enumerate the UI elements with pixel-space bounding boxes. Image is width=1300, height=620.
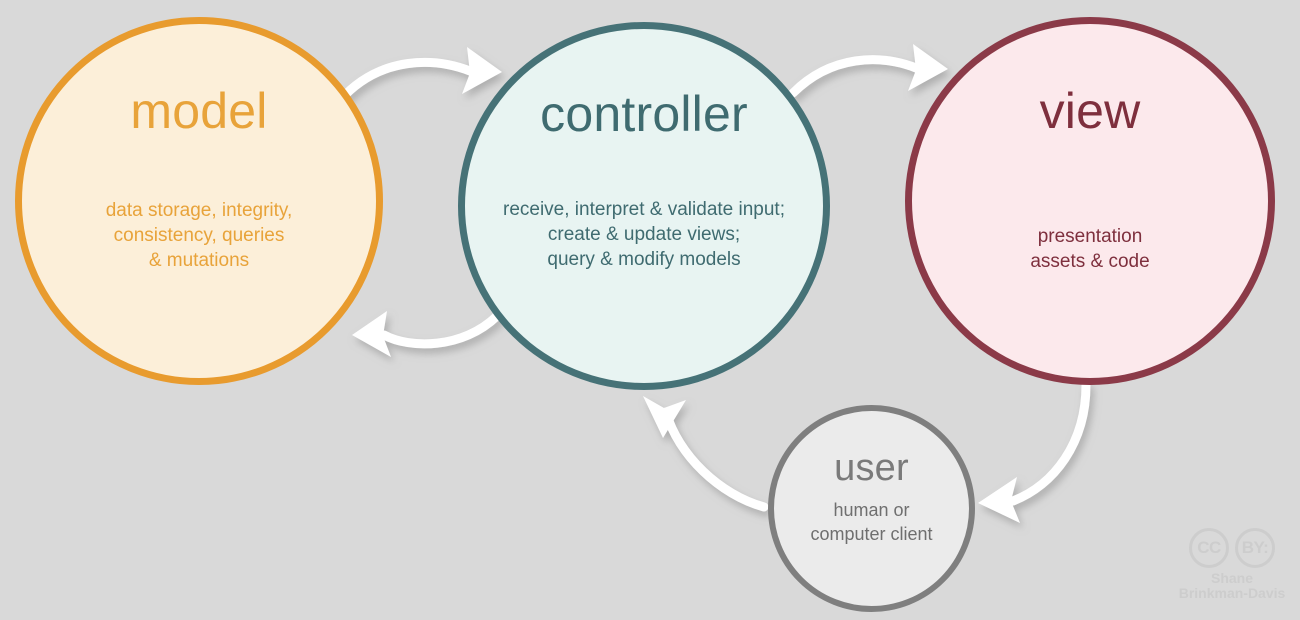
arrow-model-to-controller — [340, 47, 502, 100]
creative-commons-badge: CC BY: — [1176, 528, 1288, 568]
author-name-line2: Brinkman-Davis — [1178, 585, 1286, 602]
author-name-line1: Shane — [1210, 570, 1253, 586]
node-model-title: model — [130, 83, 268, 139]
arrow-view-to-user — [978, 380, 1091, 523]
node-view-title: view — [1039, 83, 1141, 139]
arrow-user-to-controller — [643, 396, 769, 512]
arrow-controller-to-model — [352, 311, 502, 357]
node-controller[interactable]: controller receive, interpret & validate… — [458, 22, 830, 390]
license-credit: CC BY: Shane Brinkman-Davis — [1176, 528, 1288, 601]
author-name: Shane Brinkman-Davis — [1176, 570, 1288, 602]
node-user-title: user — [834, 447, 909, 489]
cc-by-icon: BY: — [1235, 528, 1275, 568]
arrow-controller-to-view — [788, 44, 948, 98]
node-model[interactable]: model data storage, integrity,consistenc… — [15, 17, 383, 385]
node-controller-title: controller — [540, 86, 748, 142]
cc-icon: CC — [1189, 528, 1229, 568]
node-model-description: data storage, integrity,consistency, que… — [105, 200, 293, 272]
node-controller-description: receive, interpret & validate input;crea… — [503, 199, 785, 271]
